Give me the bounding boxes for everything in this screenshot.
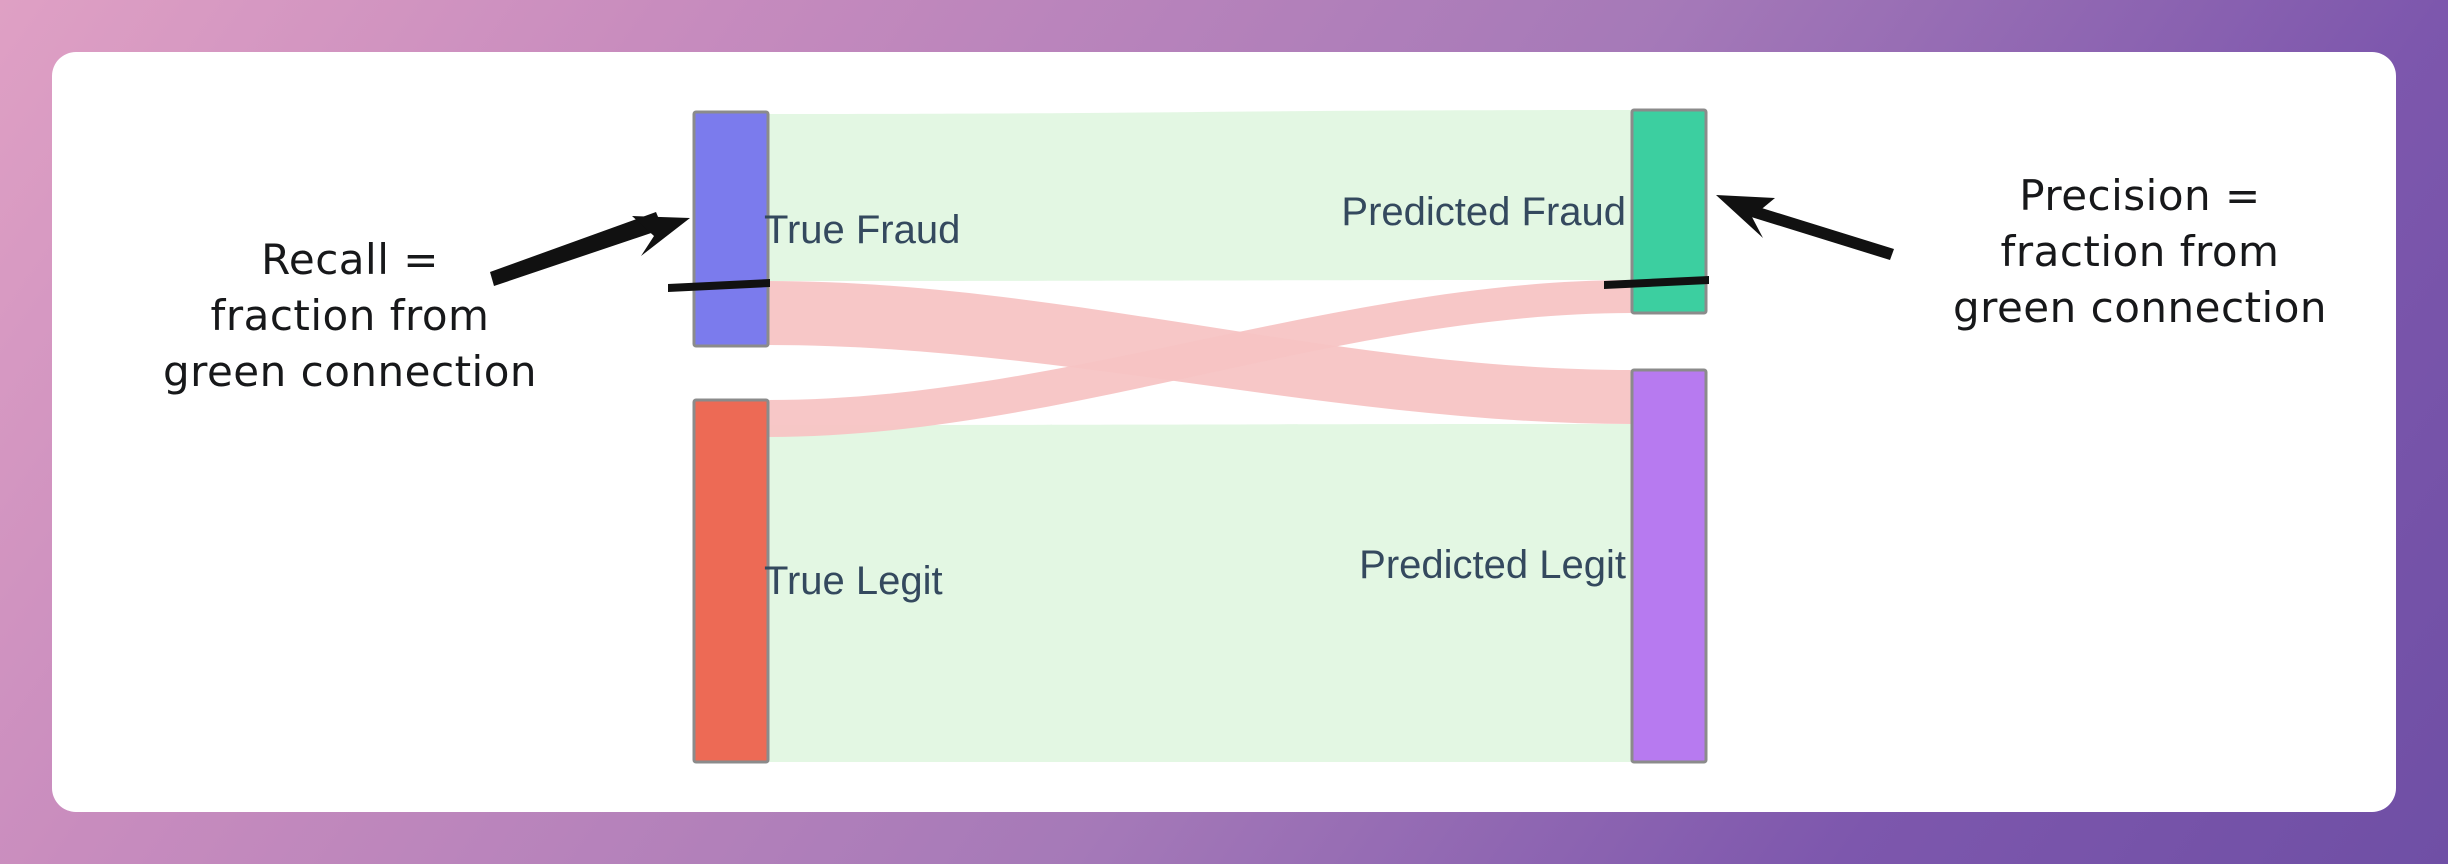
link-true-legit-to-predicted-fraud[interactable] bbox=[768, 280, 1632, 437]
precision-arrow-icon bbox=[1748, 205, 1894, 260]
label-true-fraud: True Fraud bbox=[764, 208, 960, 252]
recall-annotation-text: Recall = fraction from green connection bbox=[162, 235, 538, 396]
link-true-legit-to-predicted-legit[interactable] bbox=[768, 424, 1632, 762]
sankey-links bbox=[768, 110, 1632, 762]
label-predicted-fraud: Predicted Fraud bbox=[1341, 190, 1626, 234]
precision-arrow-head-icon bbox=[1716, 195, 1775, 238]
recall-arrow-head-icon bbox=[632, 216, 690, 256]
precision-annotation-text: Precision = fraction from green connecti… bbox=[1952, 171, 2328, 332]
link-true-fraud-to-predicted-fraud[interactable] bbox=[768, 110, 1632, 281]
node-true-legit[interactable] bbox=[692, 398, 770, 764]
node-true-fraud[interactable] bbox=[692, 110, 770, 348]
recall-arrow-icon bbox=[490, 212, 663, 286]
node-predicted-fraud[interactable] bbox=[1630, 108, 1708, 315]
annotation-arrows bbox=[490, 195, 1894, 286]
boundary-markers bbox=[668, 276, 1709, 292]
sankey-node-labels: True Fraud True Legit Predicted Fraud Pr… bbox=[764, 190, 1626, 603]
node-predicted-legit[interactable] bbox=[1630, 368, 1708, 764]
precision-marker-icon bbox=[1604, 276, 1709, 289]
label-true-legit: True Legit bbox=[764, 559, 943, 603]
recall-marker-icon bbox=[668, 279, 770, 292]
label-predicted-legit: Predicted Legit bbox=[1359, 543, 1626, 587]
